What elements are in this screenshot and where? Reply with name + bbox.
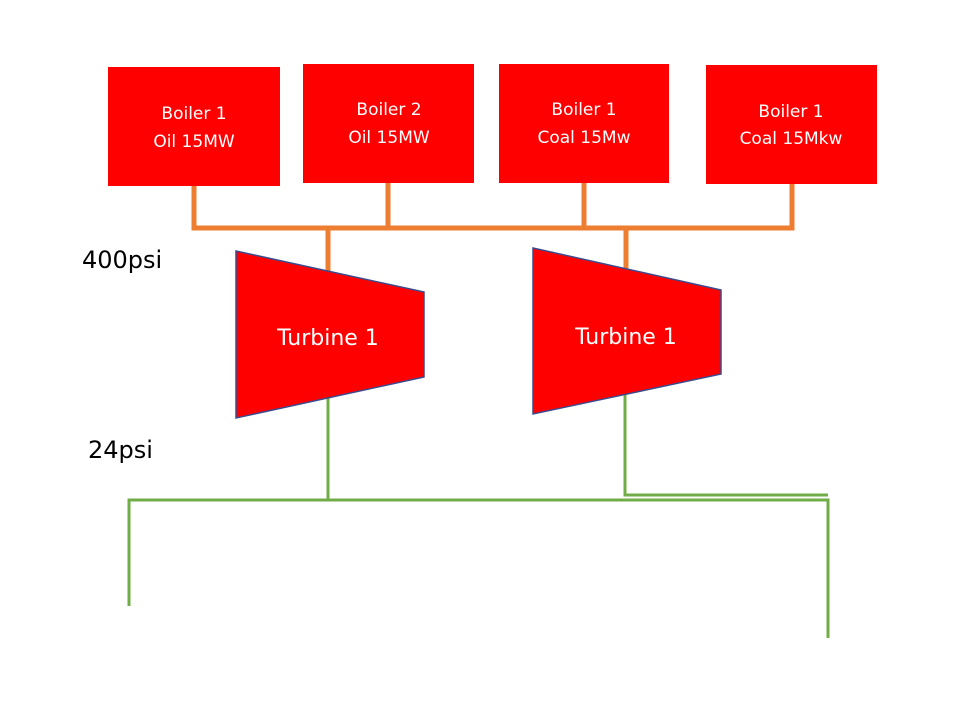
steam-pipe-main	[191, 183, 795, 231]
boiler-spec: Coal 15Mw	[537, 128, 630, 148]
boiler-box	[108, 67, 280, 186]
boiler-name: Boiler 1	[161, 104, 226, 124]
boiler-box	[499, 64, 669, 183]
exhaust-pipe-turbine-2	[623, 394, 828, 497]
boiler-4: Boiler 1 Coal 15Mkw	[706, 65, 877, 184]
pressure-label-high: 400psi	[82, 246, 162, 274]
boiler-box	[706, 65, 877, 184]
boiler-spec: Oil 15MW	[348, 128, 430, 148]
turbine-label: Turbine 1	[574, 325, 677, 350]
turbine-body	[235, 250, 425, 419]
boiler-1: Boiler 1 Oil 15MW	[108, 67, 280, 186]
turbine-1: Turbine 1	[235, 250, 425, 419]
boiler-name: Boiler 2	[356, 100, 421, 120]
steam-header	[191, 180, 795, 273]
boiler-2: Boiler 2 Oil 15MW	[303, 64, 474, 183]
pressure-label-low: 24psi	[88, 436, 153, 464]
turbine-body	[532, 247, 722, 415]
boiler-name: Boiler 1	[551, 100, 616, 120]
turbine-label: Turbine 1	[276, 326, 379, 351]
exhaust-pipe-main	[127, 498, 830, 638]
exhaust-header	[127, 394, 830, 638]
boiler-3: Boiler 1 Coal 15Mw	[499, 64, 669, 183]
boiler-spec: Oil 15MW	[153, 132, 235, 152]
boiler-spec: Coal 15Mkw	[740, 129, 843, 149]
boiler-name: Boiler 1	[758, 102, 823, 122]
turbine-2: Turbine 1	[532, 247, 722, 415]
boiler-box	[303, 64, 474, 183]
